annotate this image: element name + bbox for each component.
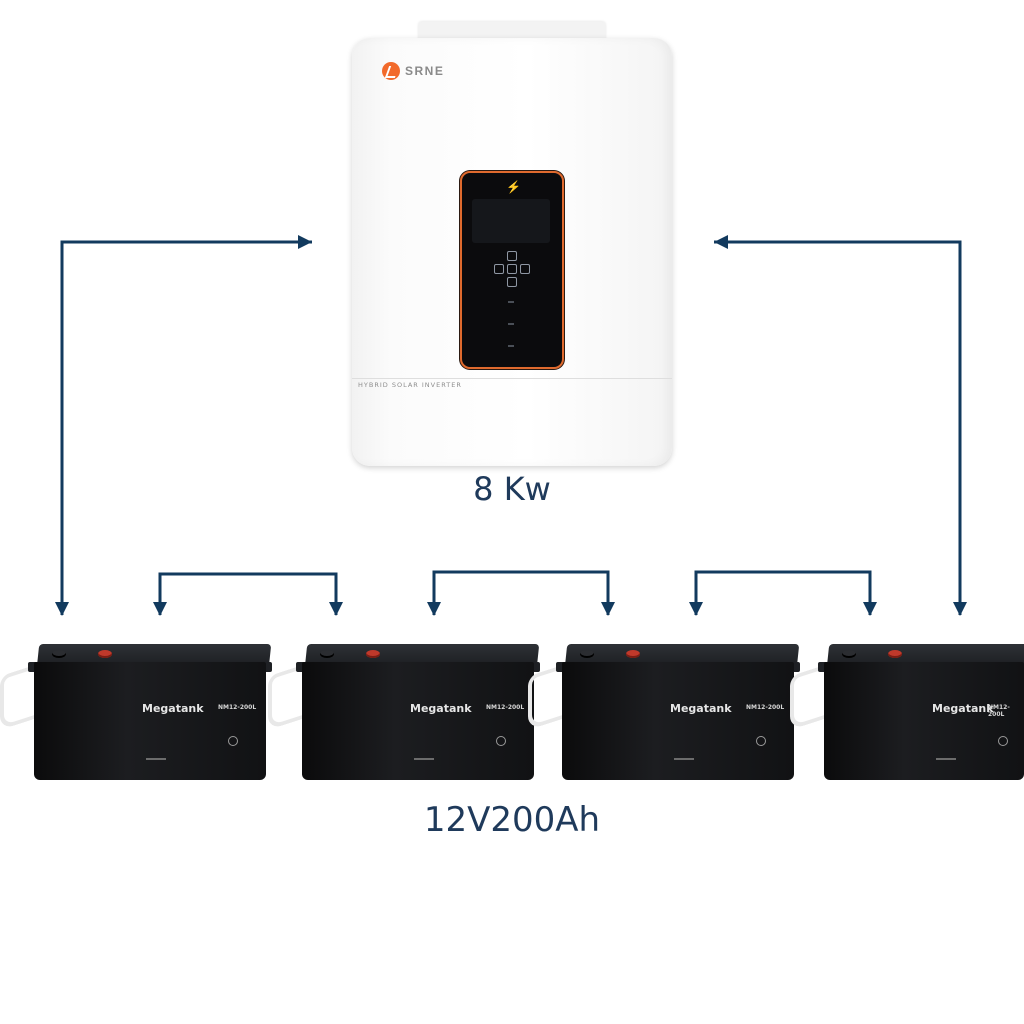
battery-spec-label: 12V200Ah (423, 800, 601, 840)
inverter-control-panel: ⚡ (460, 171, 564, 369)
arrow-link-2b (601, 602, 615, 616)
battery-case (302, 662, 534, 780)
battery-negative-terminal (52, 650, 66, 658)
arrow-link-1b (329, 602, 343, 616)
battery-case (34, 662, 266, 780)
battery-fine-print (414, 758, 434, 760)
srne-logo-icon (382, 62, 400, 80)
battery-model: NM12-200L (486, 704, 525, 711)
battery-positive-terminal (98, 650, 112, 658)
inverter-mounting-bracket (418, 22, 606, 42)
arrow-link-1a (153, 602, 167, 616)
inverter-brand-name: SRNE (405, 64, 445, 78)
panel-right-button (520, 264, 530, 274)
arrow-link-2a (427, 602, 441, 616)
battery-negative-terminal (580, 650, 594, 658)
inverter-panel-seam (352, 378, 672, 379)
arrow-into-battery-1 (55, 602, 69, 616)
battery-negative-terminal (320, 650, 334, 658)
battery-case (824, 662, 1024, 780)
arrow-into-inverter-left (298, 235, 312, 249)
battery-1: Megatank NM12-200L (0, 640, 278, 790)
inverter-power-label: 8 Kw (473, 470, 551, 508)
wire-inverter-to-battery-4 (714, 240, 962, 615)
battery-3: Megatank NM12-200L (528, 640, 806, 790)
battery-case (562, 662, 794, 780)
battery-4: Megatank NM12-200L (790, 640, 1024, 790)
inverter-display (472, 199, 550, 243)
certification-mark-icon (496, 736, 506, 746)
arrow-into-inverter-right (714, 235, 728, 249)
battery-positive-terminal (888, 650, 902, 658)
panel-indicator-charge (508, 323, 514, 325)
arrow-link-3a (689, 602, 703, 616)
certification-mark-icon (998, 736, 1008, 746)
battery-brand: Megatank (410, 702, 472, 715)
panel-indicator-run (508, 301, 514, 303)
battery-positive-terminal (366, 650, 380, 658)
wire-battery-1-to-battery-2 (158, 572, 338, 615)
battery-2: Megatank NM12-200L (268, 640, 546, 790)
battery-fine-print (146, 758, 166, 760)
battery-model: NM12-200L (218, 704, 257, 711)
battery-model: NM12-200L (988, 704, 1010, 718)
panel-center-button (507, 264, 517, 274)
battery-fine-print (936, 758, 956, 760)
battery-brand: Megatank (670, 702, 732, 715)
panel-down-button (507, 277, 517, 287)
panel-indicator-fault (508, 345, 514, 347)
wire-inverter-to-battery-1 (60, 240, 312, 615)
battery-model: NM12-200L (746, 704, 785, 711)
arrow-link-3b (863, 602, 877, 616)
wire-battery-2-to-battery-3 (432, 570, 610, 615)
battery-negative-terminal (842, 650, 856, 658)
arrow-into-battery-4 (953, 602, 967, 616)
panel-up-button (507, 251, 517, 261)
inverter-model-label: HYBRID SOLAR INVERTER (358, 381, 462, 389)
certification-mark-icon (228, 736, 238, 746)
battery-brand: Megatank (932, 702, 994, 715)
hybrid-solar-inverter: SRNE ⚡ HYBRID SOLAR INVERTER (352, 38, 672, 466)
certification-mark-icon (756, 736, 766, 746)
battery-positive-terminal (626, 650, 640, 658)
battery-brand: Megatank (142, 702, 204, 715)
wire-battery-3-to-battery-4 (694, 570, 872, 615)
battery-fine-print (674, 758, 694, 760)
inverter-brand: SRNE (382, 62, 444, 80)
panel-left-button (494, 264, 504, 274)
